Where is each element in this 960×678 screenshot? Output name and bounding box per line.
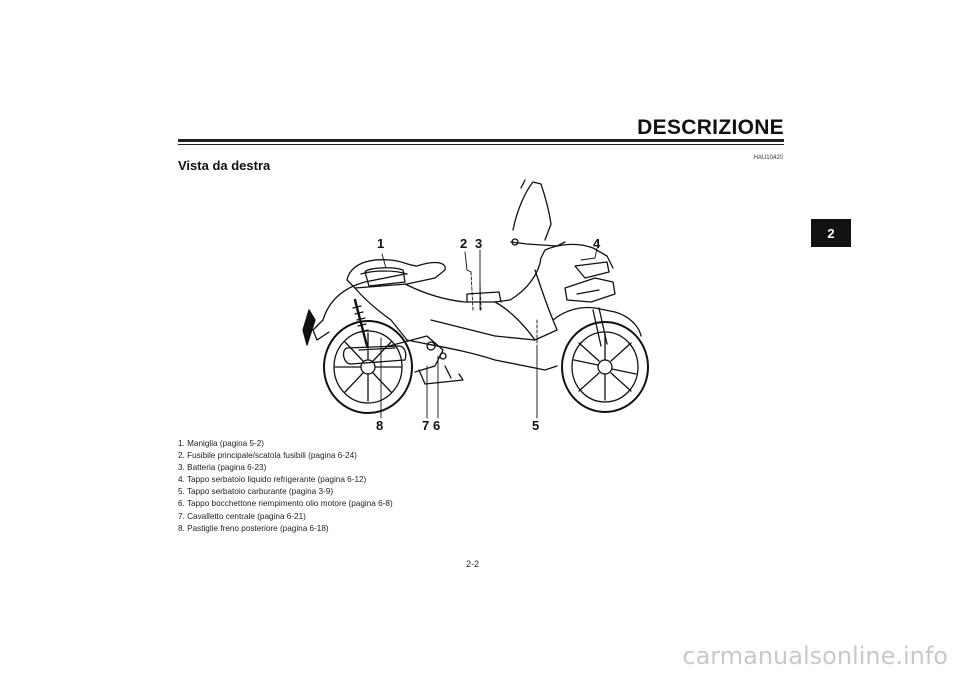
scooter-illustration: 1 2 3 4 5 6 7 8 xyxy=(302,179,649,433)
front-wheel xyxy=(561,321,649,413)
legend-item: 1. Maniglia (pagina 5-2) xyxy=(178,439,265,448)
callout-7: 7 xyxy=(422,418,429,433)
legend-item: 6. Tappo bocchettone riempimento olio mo… xyxy=(178,499,393,509)
legend-item: 3. Batteria (pagina 6-23) xyxy=(178,463,267,473)
page-title: DESCRIZIONE xyxy=(637,116,784,139)
legend-item: 5. Tappo serbatoio carburante (pagina 3-… xyxy=(178,487,334,497)
header-rule-thin xyxy=(178,144,784,145)
callout-5: 5 xyxy=(532,418,539,433)
section-title: Vista da destra xyxy=(178,158,271,173)
legend-item: 8. Pastiglie freno posteriore (pagina 6-… xyxy=(178,523,329,533)
windscreen xyxy=(512,181,552,241)
callout-8: 8 xyxy=(376,418,383,433)
legend-item: 4. Tappo serbatoio liquido refrigerante … xyxy=(178,475,367,485)
reference-code: HAU10420 xyxy=(753,155,783,161)
header-rule xyxy=(178,139,784,142)
legend-item: 2. Fusibile principale/scatola fusibili … xyxy=(178,451,357,461)
page-number: 2-2 xyxy=(466,559,480,569)
callout-4: 4 xyxy=(593,236,601,251)
chapter-tab[interactable]: 2 xyxy=(811,219,851,247)
callout-3: 3 xyxy=(475,236,482,251)
callout-2: 2 xyxy=(460,236,467,251)
callout-1: 1 xyxy=(377,236,384,251)
callout-6: 6 xyxy=(433,418,440,433)
rear-wheel xyxy=(323,320,413,414)
watermark: carmanualsonline.info xyxy=(682,642,948,670)
parts-legend: 1. Maniglia (pagina 5-2) 2. Fusibile pri… xyxy=(178,438,393,535)
legend-item: 7. Cavalletto centrale (pagina 6-21) xyxy=(178,511,306,521)
